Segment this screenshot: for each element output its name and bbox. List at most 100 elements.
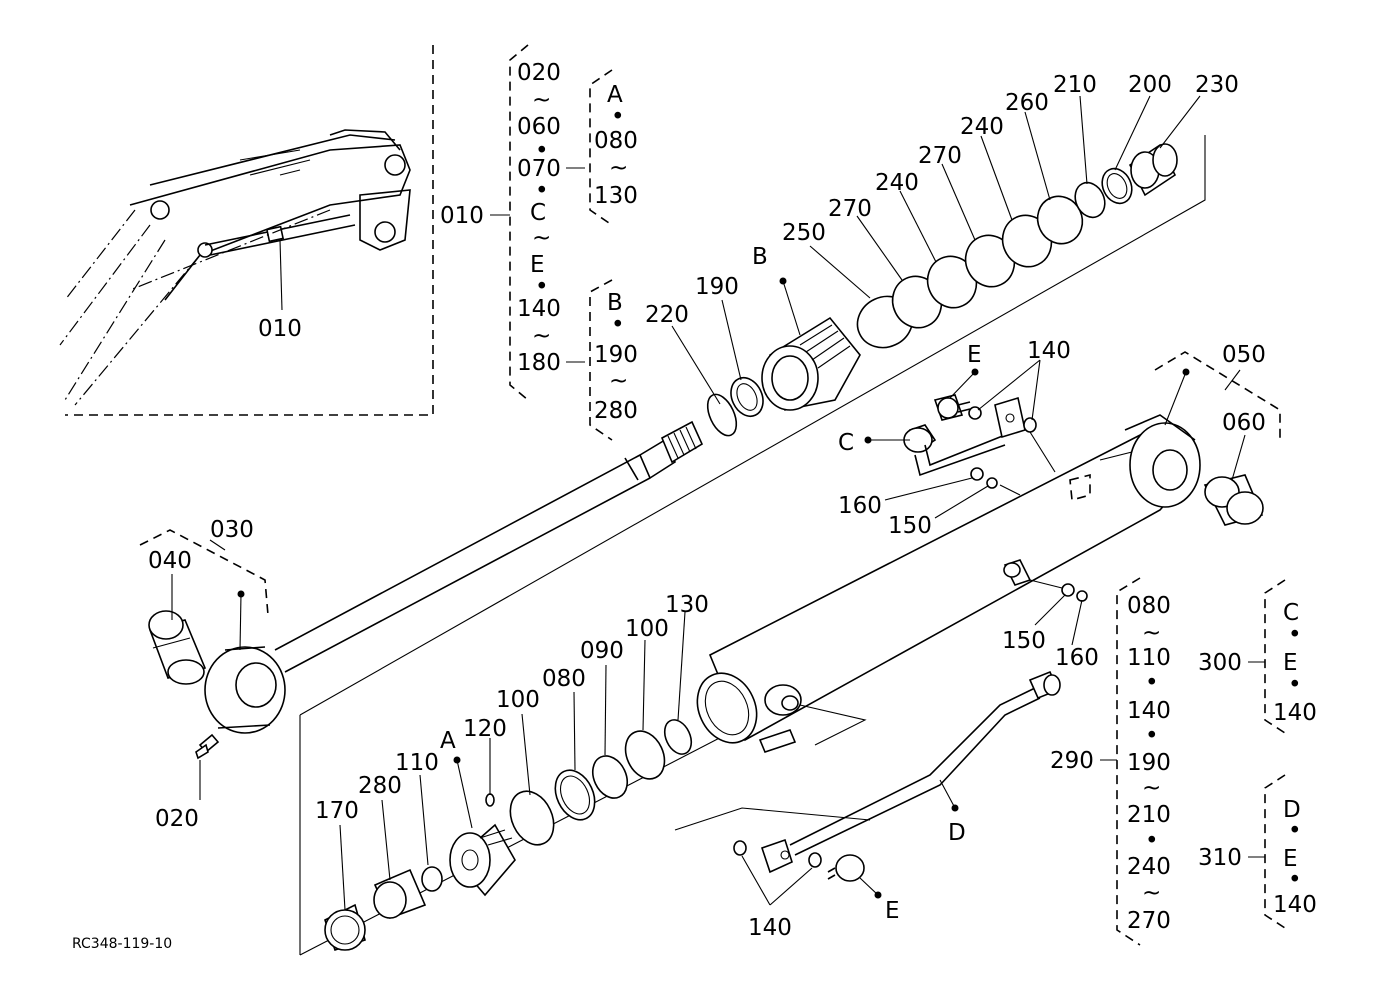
label-230: 230	[1195, 72, 1239, 98]
kitB-item-2: 190	[594, 342, 638, 368]
kit310-item-2: E	[1283, 846, 1298, 872]
kit290-item-1: ~	[1142, 620, 1161, 646]
label-050: 050	[1222, 342, 1266, 368]
label-100b: 100	[625, 616, 669, 642]
label-310: 310	[1198, 845, 1242, 871]
kit290-item-10: 240	[1127, 854, 1171, 880]
label-100a: 100	[496, 687, 540, 713]
kit300-item-1: •	[1288, 622, 1302, 648]
label-060: 060	[1222, 410, 1266, 436]
label-150-top: 150	[888, 513, 932, 539]
kitB-item-3: ~	[609, 368, 628, 394]
kit010-item-2: 060	[517, 114, 561, 140]
kit290-item-7: ~	[1142, 775, 1161, 801]
inset-boom-view: 010	[59, 45, 434, 416]
label-280: 280	[358, 773, 402, 799]
label-B-main: B	[752, 244, 768, 270]
label-220: 220	[645, 302, 689, 328]
kit310-item-1: •	[1288, 818, 1302, 844]
kit290-item-4: 140	[1127, 698, 1171, 724]
kit300-item-2: E	[1283, 650, 1298, 676]
label-160-top: 160	[838, 493, 882, 519]
kit010-item-5: •	[535, 178, 549, 204]
cylinder-tube-050: 050 060	[696, 342, 1281, 753]
label-160-bot: 160	[1055, 645, 1099, 671]
kit290-item-6: 190	[1127, 750, 1171, 776]
kit300-item-3: •	[1288, 672, 1302, 698]
label-200: 200	[1128, 72, 1172, 98]
kitA-item-1: •	[611, 104, 625, 130]
label-150-bot: 150	[1002, 628, 1046, 654]
label-020: 020	[155, 806, 199, 832]
kit010-item-6: C	[530, 200, 546, 226]
label-190: 190	[695, 274, 739, 300]
label-240b: 240	[960, 114, 1004, 140]
kit-310-group: 310 D • E • 140	[1198, 774, 1317, 929]
label-D-main: D	[948, 820, 966, 846]
label-080: 080	[542, 666, 586, 692]
kit010-item-11: ~	[532, 323, 551, 349]
label-210: 210	[1053, 72, 1097, 98]
label-E-bot: E	[885, 898, 900, 924]
kit290-item-3: •	[1145, 670, 1159, 696]
kitB-item-0: B	[607, 290, 623, 316]
label-A-main: A	[440, 728, 456, 754]
label-110: 110	[395, 750, 439, 776]
label-010-main: 010	[440, 203, 484, 229]
label-120: 120	[463, 716, 507, 742]
kit310-item-3: •	[1288, 867, 1302, 893]
kitA-item-0: A	[607, 82, 623, 108]
kitB-item-1: •	[611, 312, 625, 338]
kit290-item-0: 080	[1127, 593, 1171, 619]
kit010-item-10: 140	[517, 296, 561, 322]
pipe-C-assembly: C E 140 160 150	[838, 338, 1071, 539]
kit010-item-1: ~	[532, 87, 551, 113]
upper-callouts: 220 190 250 270 240 270 240 260 210 200 …	[645, 72, 1239, 328]
kit010-item-8: E	[530, 252, 545, 278]
label-C-main: C	[838, 430, 854, 456]
label-090: 090	[580, 638, 624, 664]
kit290-item-2: 110	[1127, 645, 1171, 671]
kit290-item-5: •	[1145, 723, 1159, 749]
label-260: 260	[1005, 90, 1049, 116]
kit010-item-9: •	[535, 274, 549, 300]
kit-010-group: 010 020 ~ 060 • 070 • C ~ E • 140 ~ 180 …	[440, 44, 638, 441]
label-250: 250	[782, 220, 826, 246]
label-240a: 240	[875, 170, 919, 196]
kit290-item-11: ~	[1142, 880, 1161, 906]
kit310-item-0: D	[1283, 797, 1301, 823]
pipe-D-assembly: D 140 E 150 160	[674, 559, 1099, 941]
label-290: 290	[1050, 748, 1094, 774]
label-040: 040	[148, 548, 192, 574]
label-E-top: E	[967, 342, 982, 368]
kit290-item-8: 210	[1127, 802, 1171, 828]
label-030: 030	[210, 517, 254, 543]
kit010-item-7: ~	[532, 225, 551, 251]
kitA-item-4: 130	[594, 183, 638, 209]
label-170: 170	[315, 798, 359, 824]
label-140-top: 140	[1027, 338, 1071, 364]
label-140-bot: 140	[748, 915, 792, 941]
kit290-item-9: •	[1145, 828, 1159, 854]
kit300-item-0: C	[1283, 600, 1299, 626]
kitA-item-2: 080	[594, 128, 638, 154]
kit-290-group: 290 080 ~ 110 • 140 • 190 ~ 210 • 240 ~ …	[1050, 577, 1171, 946]
left-callouts: 030 040 020	[139, 517, 269, 832]
kit010-item-3: •	[535, 138, 549, 164]
label-130: 130	[665, 592, 709, 618]
piston-A-assembly: A 170 280 110 120 100 080 090 100 130	[315, 592, 709, 952]
label-270b: 270	[918, 143, 962, 169]
label-010-inset: 010	[258, 316, 302, 342]
kit010-item-4: 070	[517, 156, 561, 182]
kit010-item-12: 180	[517, 350, 561, 376]
rod-head-B: B	[671, 95, 1201, 437]
kit010-item-0: 020	[517, 60, 561, 86]
kitB-item-4: 280	[594, 398, 638, 424]
kit310-item-4: 140	[1273, 892, 1317, 918]
kit300-item-4: 140	[1273, 700, 1317, 726]
drawing-code: RC348-119-10	[72, 936, 172, 952]
label-270a: 270	[828, 196, 872, 222]
kit290-item-12: 270	[1127, 908, 1171, 934]
kit-300-group: 300 C • E • 140	[1198, 579, 1317, 734]
